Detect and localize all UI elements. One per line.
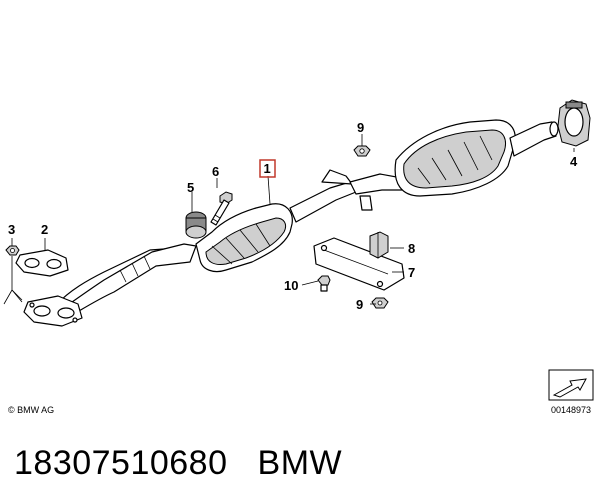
exhaust-parts-diagram: 1 2 3 4 5 6 7 8 9 9 10 © BMW AG 00148973 bbox=[3, 99, 594, 415]
callout-5: 5 bbox=[187, 180, 194, 195]
gasket bbox=[15, 249, 69, 277]
callout-10: 10 bbox=[284, 278, 298, 293]
rubber-mount-bracket bbox=[369, 231, 389, 259]
callout-7: 7 bbox=[408, 265, 415, 280]
bolt bbox=[210, 191, 233, 226]
callout-8: 8 bbox=[408, 241, 415, 256]
callout-2: 2 bbox=[41, 222, 48, 237]
catalytic-converter bbox=[195, 181, 357, 273]
front-pipe-assembly bbox=[23, 243, 197, 327]
bolt-small bbox=[317, 275, 331, 292]
callout-4: 4 bbox=[570, 154, 578, 169]
nut-top bbox=[353, 145, 371, 157]
hanger-bracket bbox=[313, 237, 405, 291]
callout-9-bottom: 9 bbox=[356, 297, 363, 312]
diagram-number: 00148973 bbox=[551, 405, 591, 415]
centre-pipe bbox=[321, 169, 403, 211]
callout-1: 1 bbox=[264, 161, 271, 176]
rubber-mount bbox=[185, 211, 207, 239]
rear-muffler bbox=[394, 119, 559, 197]
part-number: 18307510680 bbox=[14, 444, 228, 482]
callout-3: 3 bbox=[8, 222, 15, 237]
callout-9-top: 9 bbox=[357, 120, 364, 135]
part-caption: 18307510680 BMW bbox=[14, 438, 586, 488]
nut-bottom bbox=[371, 297, 389, 309]
brand-name: BMW bbox=[257, 444, 343, 482]
arrow-direction-icon bbox=[548, 369, 594, 401]
callouts: 1 2 3 4 5 6 7 8 9 9 10 bbox=[8, 120, 578, 312]
copyright-text: © BMW AG bbox=[8, 405, 54, 415]
highlight-box bbox=[259, 159, 276, 178]
nut bbox=[5, 245, 20, 256]
leader-lines bbox=[3, 134, 575, 305]
callout-6: 6 bbox=[212, 164, 219, 179]
clamp bbox=[557, 99, 591, 147]
